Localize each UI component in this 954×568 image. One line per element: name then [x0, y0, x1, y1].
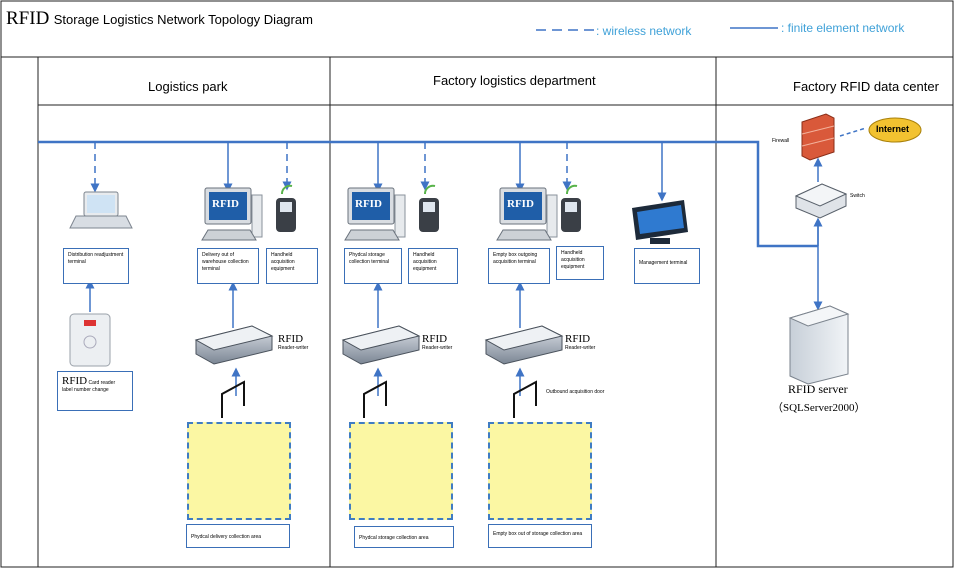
outbound-door-label: Outbound acquisition door: [546, 389, 605, 395]
delivery-terminal-box: Delivery out of warehouse collection ter…: [197, 248, 259, 284]
emptybox-terminal-box: Empty box outgoing acquisition terminal: [488, 248, 550, 284]
desktop-computer-icon-2: [344, 187, 406, 241]
legend-wireless-label: : wireless network: [596, 24, 692, 38]
server-icon: [788, 305, 850, 385]
backbone-line: [38, 140, 818, 248]
reader-writer-label-1: RFID Reader-writer: [278, 333, 308, 351]
column-header-data-center: Factory RFID data center: [793, 79, 939, 94]
column-header-factory-logistics: Factory logistics department: [433, 73, 596, 88]
reader-sub-1: Reader-writer: [278, 345, 309, 351]
handheld-box-3: Handheld acquisition equipment: [556, 246, 604, 280]
internet-cloud-icon: [868, 117, 922, 143]
monitor-label-2: RFID: [355, 198, 382, 210]
switch-icon: [794, 183, 848, 219]
storage-terminal-box: Phydcal storage collection terminal: [344, 248, 402, 284]
storage-collection-area: [349, 422, 453, 520]
desktop-computer-icon-1: [201, 187, 263, 241]
rfid-reader-writer-icon-2: [341, 325, 421, 365]
firewall-icon: [801, 113, 835, 161]
handheld-device-icon-2: [419, 184, 439, 232]
firewall-label: Firewall: [772, 138, 790, 144]
monitor-label-3: RFID: [507, 198, 534, 210]
acquisition-door-icon-2: [363, 380, 387, 418]
column-header-logistics-park: Logistics park: [148, 79, 228, 94]
title-frame: [0, 0, 954, 58]
delivery-collection-area: [187, 422, 291, 520]
management-terminal-box: Management terminal: [634, 248, 700, 284]
server-label: RFID server: [788, 382, 848, 396]
card-reader-icon: [69, 313, 111, 367]
delivery-area-caption: Phydcal delivery collection area: [186, 524, 290, 548]
card-reader-rfid: RFID: [62, 375, 88, 387]
reader-rfid-1: RFID: [278, 333, 304, 345]
server-sublabel: （SQLServer2000）: [772, 402, 866, 414]
handheld-device-icon-1: [276, 184, 296, 232]
rfid-reader-writer-icon-3: [484, 325, 564, 365]
rfid-reader-writer-icon-1: [194, 325, 274, 365]
title-prefix: RFID: [6, 8, 50, 29]
handheld-box-2: Handheld acquisition equipment: [408, 248, 458, 284]
management-monitor-icon: [632, 200, 688, 244]
laptop-icon: [69, 191, 133, 229]
reader-rfid-2: RFID: [422, 333, 448, 345]
title-text: Storage Logistics Network Topology Diagr…: [53, 12, 313, 27]
diagram-title: RFID Storage Logistics Network Topology …: [6, 8, 313, 30]
handheld-box-1: Handheld acquisition equipment: [266, 248, 318, 284]
distribution-terminal-box: Distribution readjustment terminal: [63, 248, 129, 284]
acquisition-door-icon-3: [513, 380, 537, 418]
switch-label: Switch: [850, 193, 865, 199]
internet-label: Internet: [876, 124, 910, 134]
storage-area-caption: Phydcal storage collection area: [354, 526, 454, 548]
emptybox-area-caption: Empty box out of storage collection area: [488, 524, 592, 548]
monitor-label-1: RFID: [212, 198, 239, 210]
card-reader-sub: label number change: [62, 387, 109, 393]
empty-box-collection-area: [488, 422, 592, 520]
reader-rfid-3: RFID: [565, 333, 591, 345]
reader-sub-2: Reader-writer: [422, 345, 453, 351]
acquisition-door-icon-1: [221, 380, 245, 418]
card-reader-name: Card reader: [88, 380, 116, 386]
card-reader-box: RFID Card reader label number change: [57, 371, 133, 411]
reader-sub-3: Reader-writer: [565, 345, 596, 351]
reader-writer-label-3: RFID Reader-writer: [565, 333, 595, 351]
link-internet: [839, 127, 867, 137]
legend-wired-label: : finite element network: [781, 21, 905, 35]
desktop-computer-icon-3: [496, 187, 558, 241]
reader-writer-label-2: RFID Reader-writer: [422, 333, 452, 351]
handheld-device-icon-3: [561, 184, 581, 232]
